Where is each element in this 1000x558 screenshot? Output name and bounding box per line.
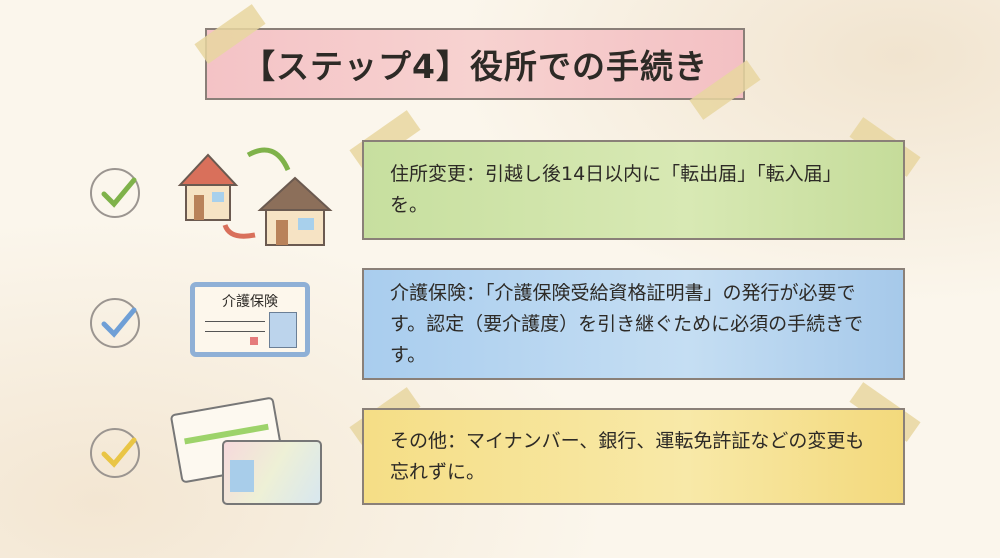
- info-box-address: 住所変更：引越し後14日以内に「転出届」「転入届」を。: [362, 140, 905, 240]
- id-cards-icon: [222, 440, 322, 505]
- info-text: 住所変更：引越し後14日以内に「転出届」「転入届」を。: [390, 163, 842, 216]
- check-icon: [90, 428, 140, 478]
- check-icon: [90, 298, 140, 348]
- info-box-insurance: 介護保険：「介護保険受給資格証明書」の発行が必要です。認定（要介護度）を引き継ぐ…: [362, 268, 905, 380]
- houses-move-icon: [177, 147, 333, 246]
- card-label: 介護保険: [222, 294, 278, 310]
- page-title: 【ステップ4】役所での手続き: [205, 28, 745, 100]
- info-text: 介護保険：「介護保険受給資格証明書」の発行が必要です。認定（要介護度）を引き継ぐ…: [390, 281, 864, 366]
- info-box-other: その他：マイナンバー、銀行、運転免許証などの変更も忘れずに。: [362, 408, 905, 505]
- insurance-card-icon: 介護保険: [190, 282, 310, 357]
- info-text: その他：マイナンバー、銀行、運転免許証などの変更も忘れずに。: [390, 429, 865, 483]
- check-icon: [90, 168, 140, 218]
